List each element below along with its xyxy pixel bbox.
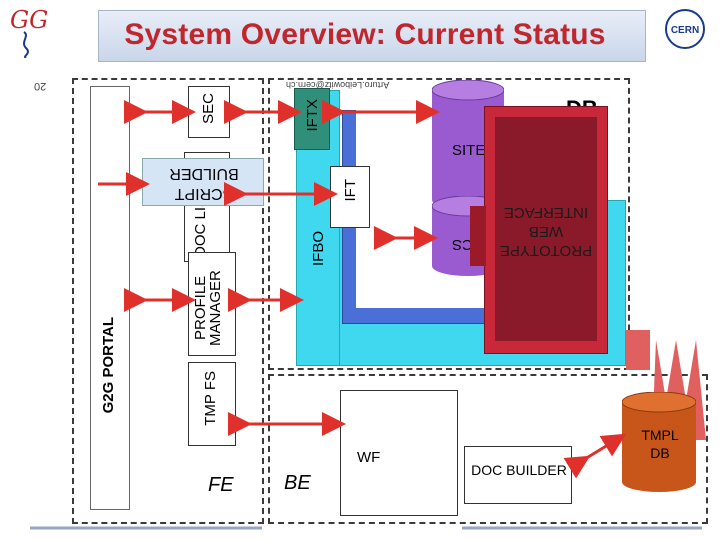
title-band <box>98 10 646 62</box>
doc-builder-label: DOC BUILDER <box>471 462 567 478</box>
g2g-portal-box: G2G PORTAL <box>90 86 130 510</box>
cern-logo: CERN <box>662 6 708 52</box>
be-label: BE <box>284 472 311 494</box>
fe-label: FE <box>208 474 234 496</box>
wf-label: WF <box>357 449 381 466</box>
doc-builder-box: DOC BUILDER <box>464 446 572 504</box>
page-title: System Overview: Current Status <box>124 18 606 51</box>
be-region <box>268 78 630 370</box>
red-shape-left <box>626 330 650 370</box>
prototype-inner <box>495 117 597 341</box>
wf-box: WF <box>340 390 458 516</box>
prototype-tab <box>470 206 486 266</box>
prototype-box: PROTOTYPE WEB INTERFACE <box>484 106 608 354</box>
gg-logo-text: GG <box>10 6 48 34</box>
tmpl-db-cylinder <box>621 391 697 492</box>
be-lower-region <box>268 374 708 524</box>
gg-logo: GG <box>6 2 54 59</box>
tmp-fs-box: TMP FS <box>188 362 236 446</box>
arrow-docbuilder-tmpl <box>563 433 627 479</box>
cern-logo-text: CERN <box>671 25 699 36</box>
tmpl-db-label: TMPL DB <box>641 427 679 461</box>
